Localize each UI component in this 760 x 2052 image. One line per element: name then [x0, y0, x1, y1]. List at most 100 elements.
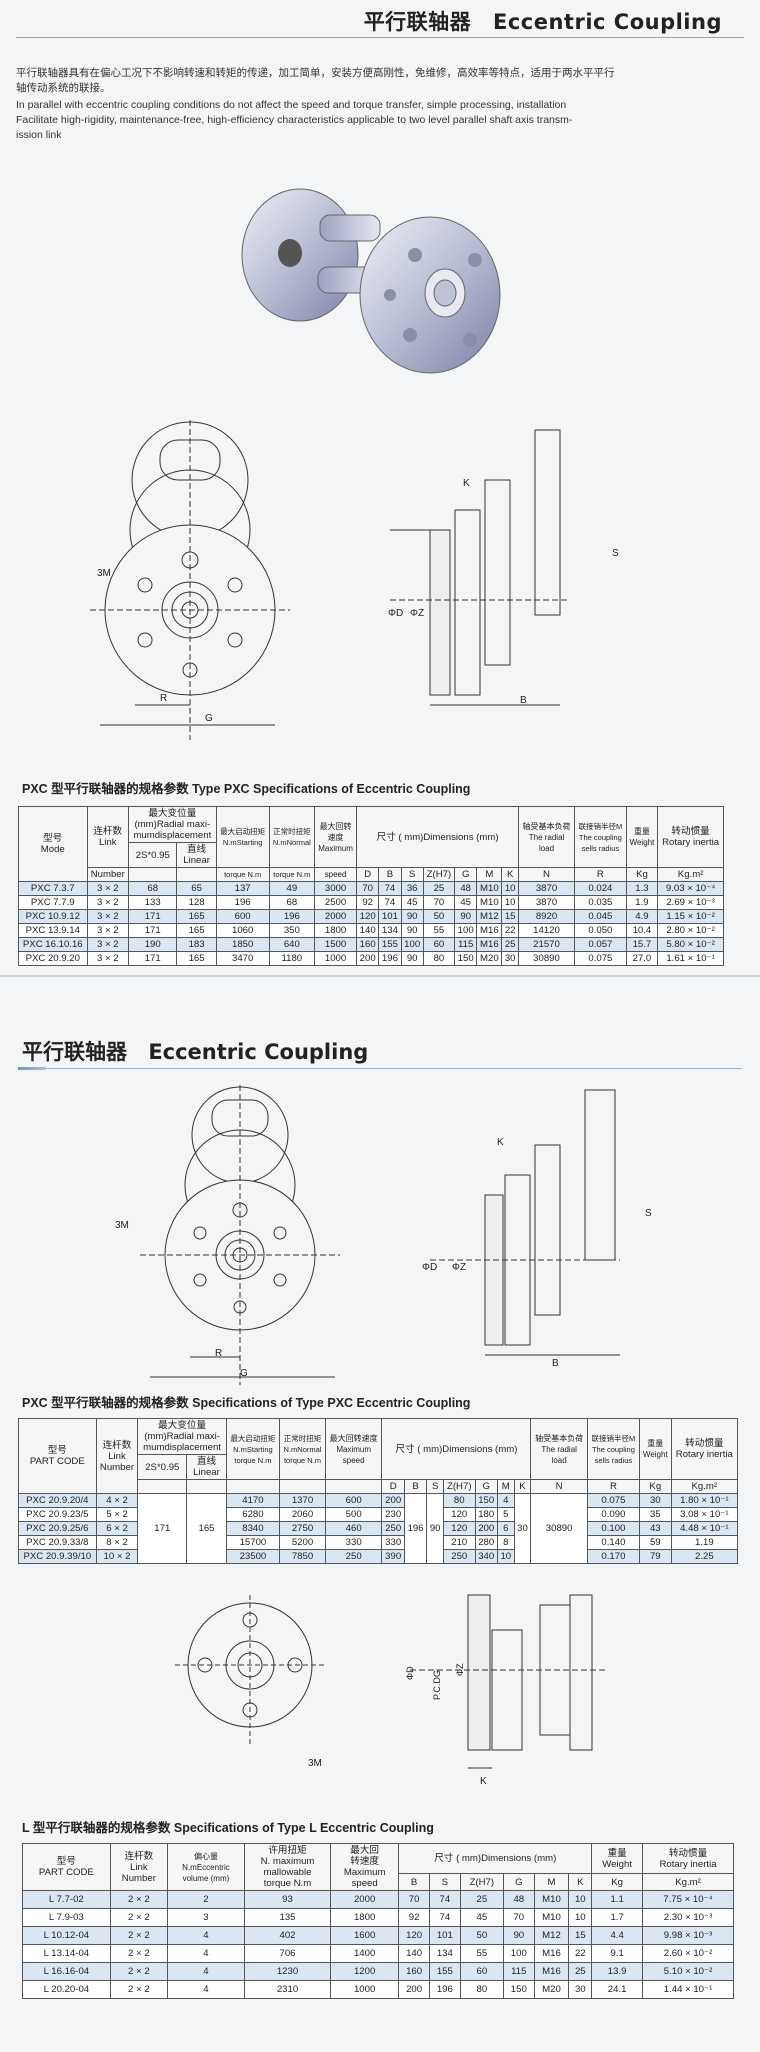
table-cell: 101	[428, 1926, 461, 1945]
table-cell: 6280	[225, 1507, 281, 1522]
table-cell: M12	[533, 1926, 570, 1945]
table-cell: PXC 13.9.14	[18, 923, 88, 938]
table-cell: 600	[215, 909, 270, 924]
table-cell: M16	[476, 937, 503, 952]
t3-h-Z: Z(H7)	[459, 1873, 504, 1891]
label-k: K	[463, 478, 470, 489]
table-cell: 706	[243, 1944, 332, 1963]
t1-h-N: N	[517, 867, 576, 882]
table-cell: 8	[496, 1535, 515, 1550]
table-cell: 60	[422, 937, 456, 952]
coupling-3d-image	[241, 188, 501, 374]
table-cell: 1.15 × 10⁻²	[657, 909, 724, 924]
t3-h-K: K	[568, 1873, 593, 1891]
table-cell: 2 × 2	[109, 1926, 168, 1945]
table-cell: 8920	[517, 909, 576, 924]
table-cell: 70	[398, 1890, 430, 1909]
table-cell: 3 × 2	[86, 909, 129, 924]
t3-h-kg: Kg	[591, 1873, 644, 1891]
table-cell: 2.80 × 10⁻²	[657, 923, 724, 938]
side-view-drawing-1	[390, 429, 570, 706]
table-cell: 8 × 2	[95, 1535, 139, 1550]
table-cell: 3 × 2	[86, 951, 129, 966]
table-cell: 4.4	[591, 1926, 644, 1945]
table-cell: 330	[324, 1535, 383, 1550]
table-cell: 250	[381, 1521, 405, 1536]
table-cell: 0.100	[586, 1521, 640, 1536]
table-cell: 100	[454, 923, 478, 938]
table-cell: PXC 7.3.7	[18, 881, 88, 896]
table-cell: PXC 20.9.39/10	[18, 1549, 97, 1564]
table-cell: 35	[638, 1507, 672, 1522]
table-cell: 0.050	[574, 923, 627, 938]
intro-en-line3: ission link	[16, 129, 62, 141]
table-cell: 183	[176, 937, 217, 952]
table-cell: 30890	[517, 951, 576, 966]
table-cell: 1500	[314, 937, 358, 952]
table-cell: 137	[215, 881, 270, 896]
label-r: R	[160, 693, 168, 704]
merged-linear-cell: 165	[186, 1493, 227, 1564]
section2-title: 平行联轴器 Eccentric Coupling	[22, 1036, 368, 1066]
table-cell: 10	[496, 1549, 515, 1564]
table-cell: 60	[459, 1962, 504, 1981]
label-phi-d-2: ΦD	[422, 1262, 438, 1273]
label-k-2: K	[497, 1137, 504, 1148]
table-cell: 101	[378, 909, 402, 924]
table-cell: 200	[356, 951, 380, 966]
table-cell: 10	[568, 1890, 593, 1909]
table-cell: 24.1	[591, 1980, 644, 1999]
label-3m: 3M	[97, 568, 111, 579]
t3-h-kgm2: Kg.m²	[642, 1873, 734, 1891]
table-cell: 200	[474, 1521, 498, 1536]
table-cell: 7850	[279, 1549, 326, 1564]
table-cell: 1.19	[670, 1535, 739, 1550]
table-cell: 3.08 × 10⁻¹	[670, 1507, 739, 1522]
table-cell: 21570	[517, 937, 576, 952]
table-cell: 3870	[517, 895, 576, 910]
table-cell: 1.3	[625, 881, 659, 896]
table-cell: 1800	[314, 923, 358, 938]
table-cell: M16	[533, 1962, 570, 1981]
label-b-2: B	[552, 1358, 559, 1369]
t3-h-B: B	[398, 1873, 430, 1891]
table-cell: 55	[459, 1944, 504, 1963]
table-cell: 50	[422, 909, 456, 924]
front-view-drawing-1	[90, 420, 290, 740]
table1-title: PXC 型平行联轴器的规格参数 Type PXC Specifications …	[22, 782, 471, 796]
table-cell: 0.090	[586, 1507, 640, 1522]
table-cell: 2 × 2	[109, 1944, 168, 1963]
table-cell: 92	[356, 895, 380, 910]
table-cell: 70	[422, 895, 456, 910]
table-cell: 120	[398, 1926, 430, 1945]
table-cell: 5.80 × 10⁻²	[657, 937, 724, 952]
table-cell: 25	[422, 881, 456, 896]
table-cell: 2060	[279, 1507, 326, 1522]
merged-s-cell: 90	[426, 1493, 445, 1564]
t1-h-link-number: Number	[86, 867, 129, 882]
table-cell: M10	[476, 881, 503, 896]
section2-accent	[18, 1067, 46, 1070]
table-cell: 2.60 × 10⁻²	[642, 1944, 734, 1963]
table-cell: 68	[268, 895, 316, 910]
table-cell: 160	[356, 937, 380, 952]
table-cell: 150	[502, 1980, 535, 1999]
t2-h-M: M	[496, 1479, 515, 1494]
table-cell: 79	[638, 1549, 672, 1564]
table-cell: 15	[568, 1926, 593, 1945]
table-cell: 65	[176, 881, 217, 896]
